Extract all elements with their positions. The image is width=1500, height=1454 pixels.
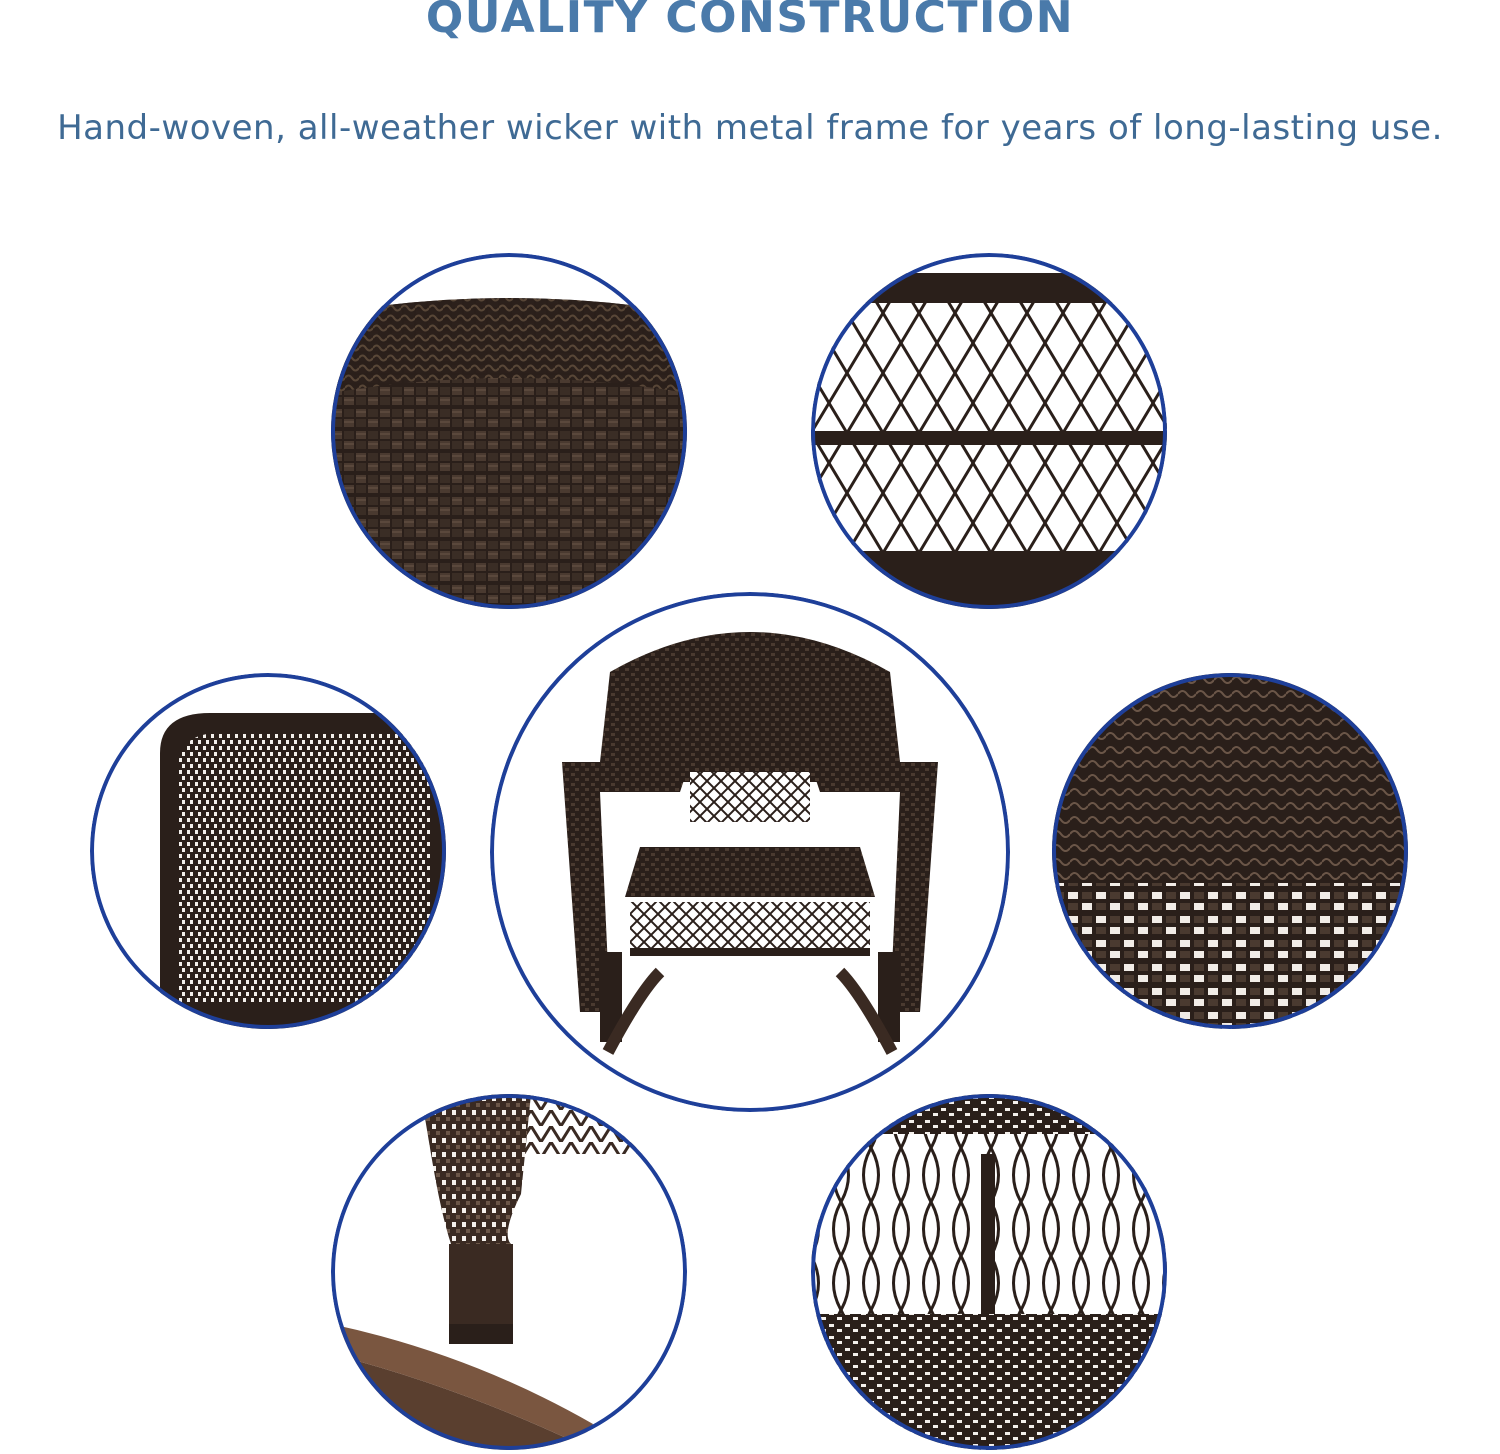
rocking-chair-image xyxy=(490,592,1010,1112)
seat-weave-closeup-icon xyxy=(331,253,687,609)
armrest-corner-closeup-icon xyxy=(90,673,446,1029)
lattice-weave-closeup-image xyxy=(811,253,1167,609)
seat-weave-closeup-image xyxy=(331,253,687,609)
page-subtitle: Hand-woven, all-weather wicker with meta… xyxy=(57,108,1443,148)
rocker-leg-closeup-icon xyxy=(331,1094,687,1450)
rocker-leg-closeup-image xyxy=(331,1094,687,1450)
tight-weave-closeup-icon xyxy=(1052,673,1408,1029)
page-title: QUALITY CONSTRUCTION xyxy=(425,0,1075,43)
lattice-weave-closeup-icon xyxy=(811,253,1167,609)
rocking-chair-icon xyxy=(490,592,1010,1112)
armrest-corner-closeup-image xyxy=(90,673,446,1029)
open-weave-closeup-icon xyxy=(811,1094,1167,1450)
open-weave-closeup-image xyxy=(811,1094,1167,1450)
tight-weave-closeup-image xyxy=(1052,673,1408,1029)
